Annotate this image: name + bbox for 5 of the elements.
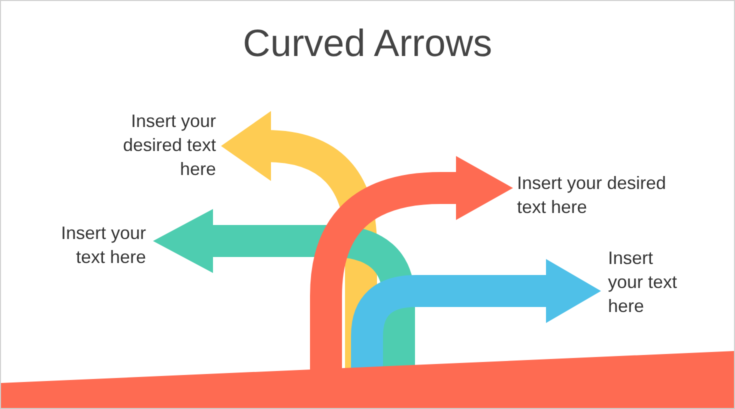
callout-text: Insert your text here bbox=[60, 222, 146, 269]
callout-text: Insert your desired text here bbox=[122, 110, 216, 181]
title: Curved Arrows bbox=[242, 23, 494, 66]
callout-text: Insert your text here bbox=[608, 247, 678, 318]
callout-text: Insert your desired text here bbox=[517, 172, 668, 219]
